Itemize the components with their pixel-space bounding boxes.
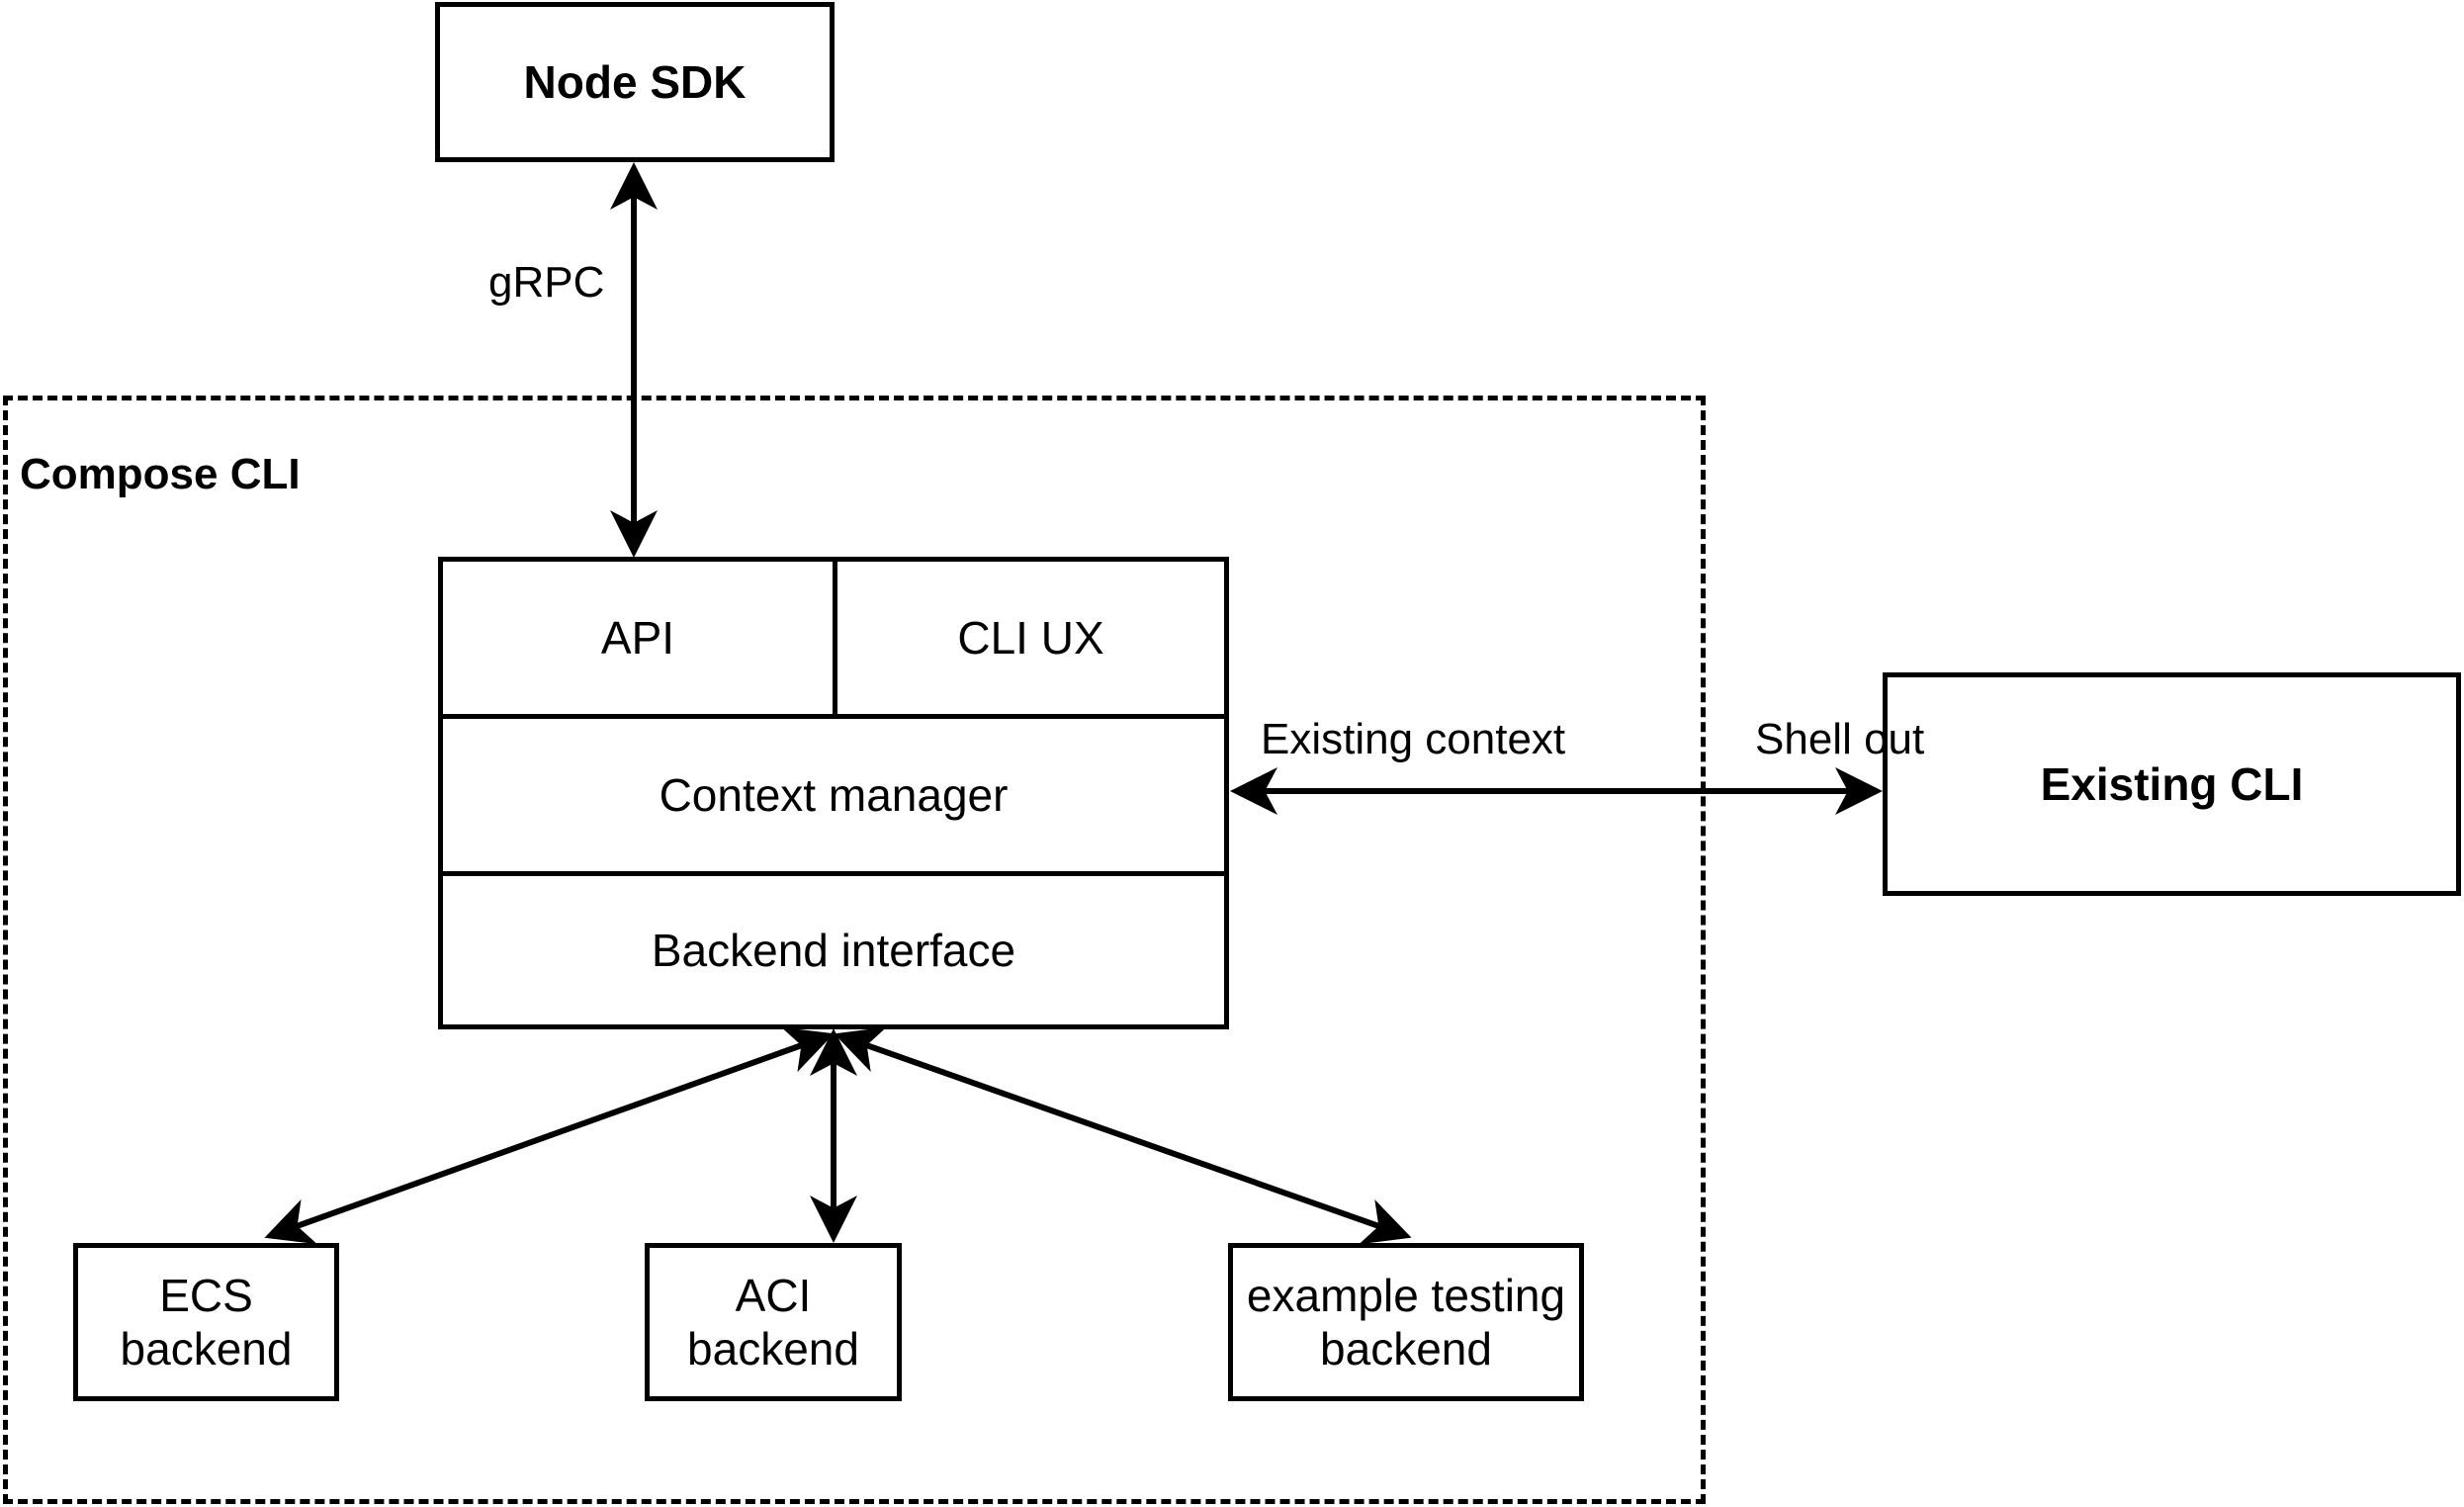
api-label: API [600, 612, 675, 664]
existing-cli-box[interactable]: Existing CLI [1883, 672, 2461, 896]
stack-cell-context-manager[interactable]: Context manager [443, 719, 1224, 871]
cli-ux-label: CLI UX [957, 612, 1104, 664]
compose-cli-group [3, 396, 1706, 1504]
existing-cli-label: Existing CLI [2040, 757, 2304, 810]
context-manager-label: Context manager [659, 769, 1009, 821]
stack-cell-api[interactable]: API [443, 562, 833, 714]
stack-cell-backend-interface[interactable]: Backend interface [443, 876, 1224, 1024]
stack-cell-cli-ux[interactable]: CLI UX [837, 562, 1224, 714]
stack-divider-row1-row2 [438, 714, 1229, 719]
example-testing-backend-label: example testing backend [1246, 1269, 1566, 1374]
existing-context-edge-label: Existing context [1261, 715, 1566, 763]
shell-out-edge-label: Shell out [1755, 715, 1925, 763]
ecs-backend-label: ECS backend [120, 1269, 293, 1374]
compose-cli-group-label: Compose CLI [20, 450, 301, 498]
node-sdk-box[interactable]: Node SDK [435, 2, 835, 162]
aci-backend-label: ACI backend [687, 1269, 859, 1374]
grpc-edge-label: gRPC [488, 258, 605, 307]
stack-divider-api-cliux [833, 557, 837, 714]
backend-interface-label: Backend interface [651, 925, 1016, 976]
stack-divider-row2-row3 [438, 871, 1229, 876]
node-sdk-label: Node SDK [523, 55, 747, 108]
aci-backend-box[interactable]: ACI backend [645, 1243, 902, 1401]
example-testing-backend-box[interactable]: example testing backend [1228, 1243, 1584, 1401]
ecs-backend-box[interactable]: ECS backend [73, 1243, 339, 1401]
